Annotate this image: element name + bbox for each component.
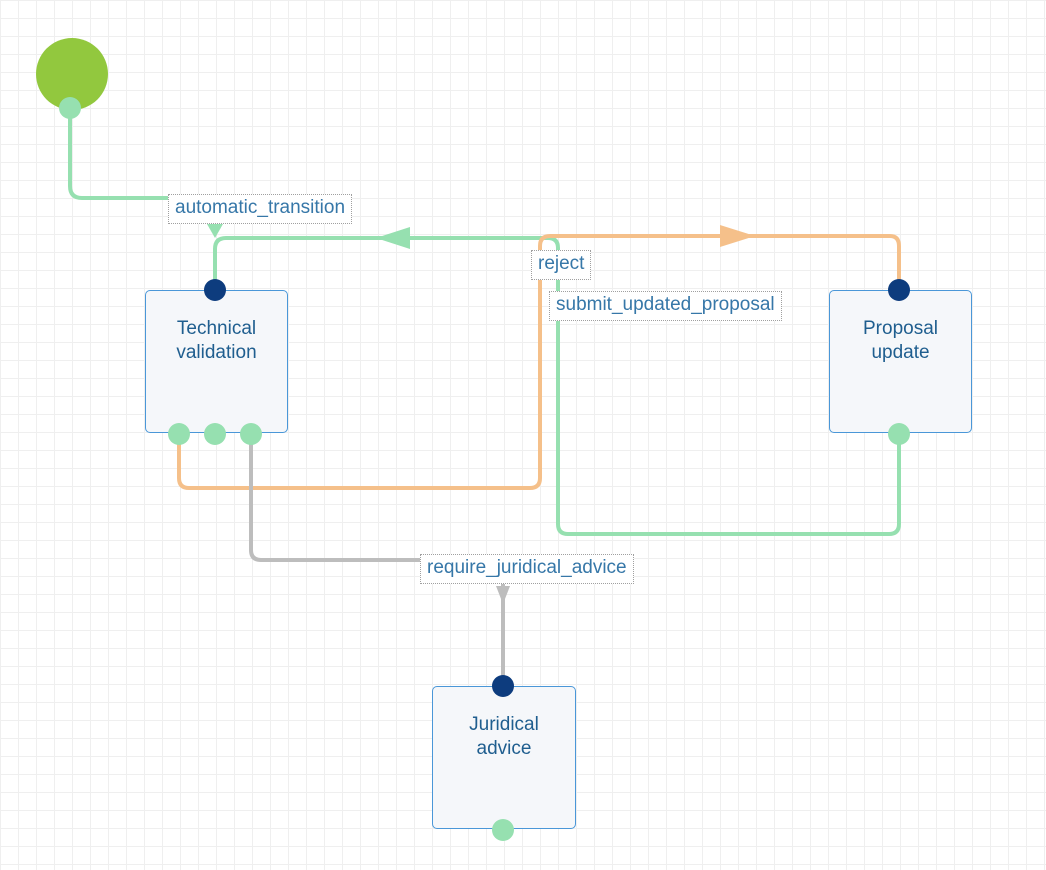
transition-label-automatic-transition[interactable]: automatic_transition bbox=[168, 194, 353, 224]
transition-label-submit-updated-proposal[interactable]: submit_updated_proposal bbox=[549, 291, 782, 321]
technical-validation-output-port[interactable] bbox=[240, 423, 262, 445]
node-proposal-update[interactable]: Proposal update bbox=[829, 290, 972, 433]
juridical-advice-output-port[interactable] bbox=[492, 819, 514, 841]
juridical-advice-input-port[interactable] bbox=[492, 675, 514, 697]
edge-automatic-transition[interactable] bbox=[68, 108, 217, 226]
arrow-submit-updated-proposal bbox=[376, 227, 410, 249]
node-title: Proposal update bbox=[863, 318, 938, 363]
node-technical-validation[interactable]: Technical validation bbox=[145, 290, 288, 433]
technical-validation-output-port[interactable] bbox=[168, 423, 190, 445]
node-title: Technical validation bbox=[176, 318, 257, 363]
node-title: Juridical advice bbox=[469, 714, 539, 759]
edge-submit-updated-proposal[interactable] bbox=[213, 236, 901, 536]
edge-reject[interactable] bbox=[177, 234, 901, 490]
proposal-update-input-port[interactable] bbox=[888, 279, 910, 301]
transition-label-require-juridical-advice[interactable]: require_juridical_advice bbox=[420, 554, 634, 584]
arrow-automatic-transition bbox=[207, 224, 223, 238]
technical-validation-input-port[interactable] bbox=[204, 279, 226, 301]
proposal-update-output-port[interactable] bbox=[888, 423, 910, 445]
start-output-port[interactable] bbox=[59, 97, 81, 119]
arrow-reject bbox=[720, 225, 755, 247]
arrow-require-juridical-advice bbox=[496, 586, 510, 604]
transition-label-reject[interactable]: reject bbox=[531, 250, 592, 280]
node-juridical-advice[interactable]: Juridical advice bbox=[432, 686, 576, 829]
technical-validation-output-port[interactable] bbox=[204, 423, 226, 445]
